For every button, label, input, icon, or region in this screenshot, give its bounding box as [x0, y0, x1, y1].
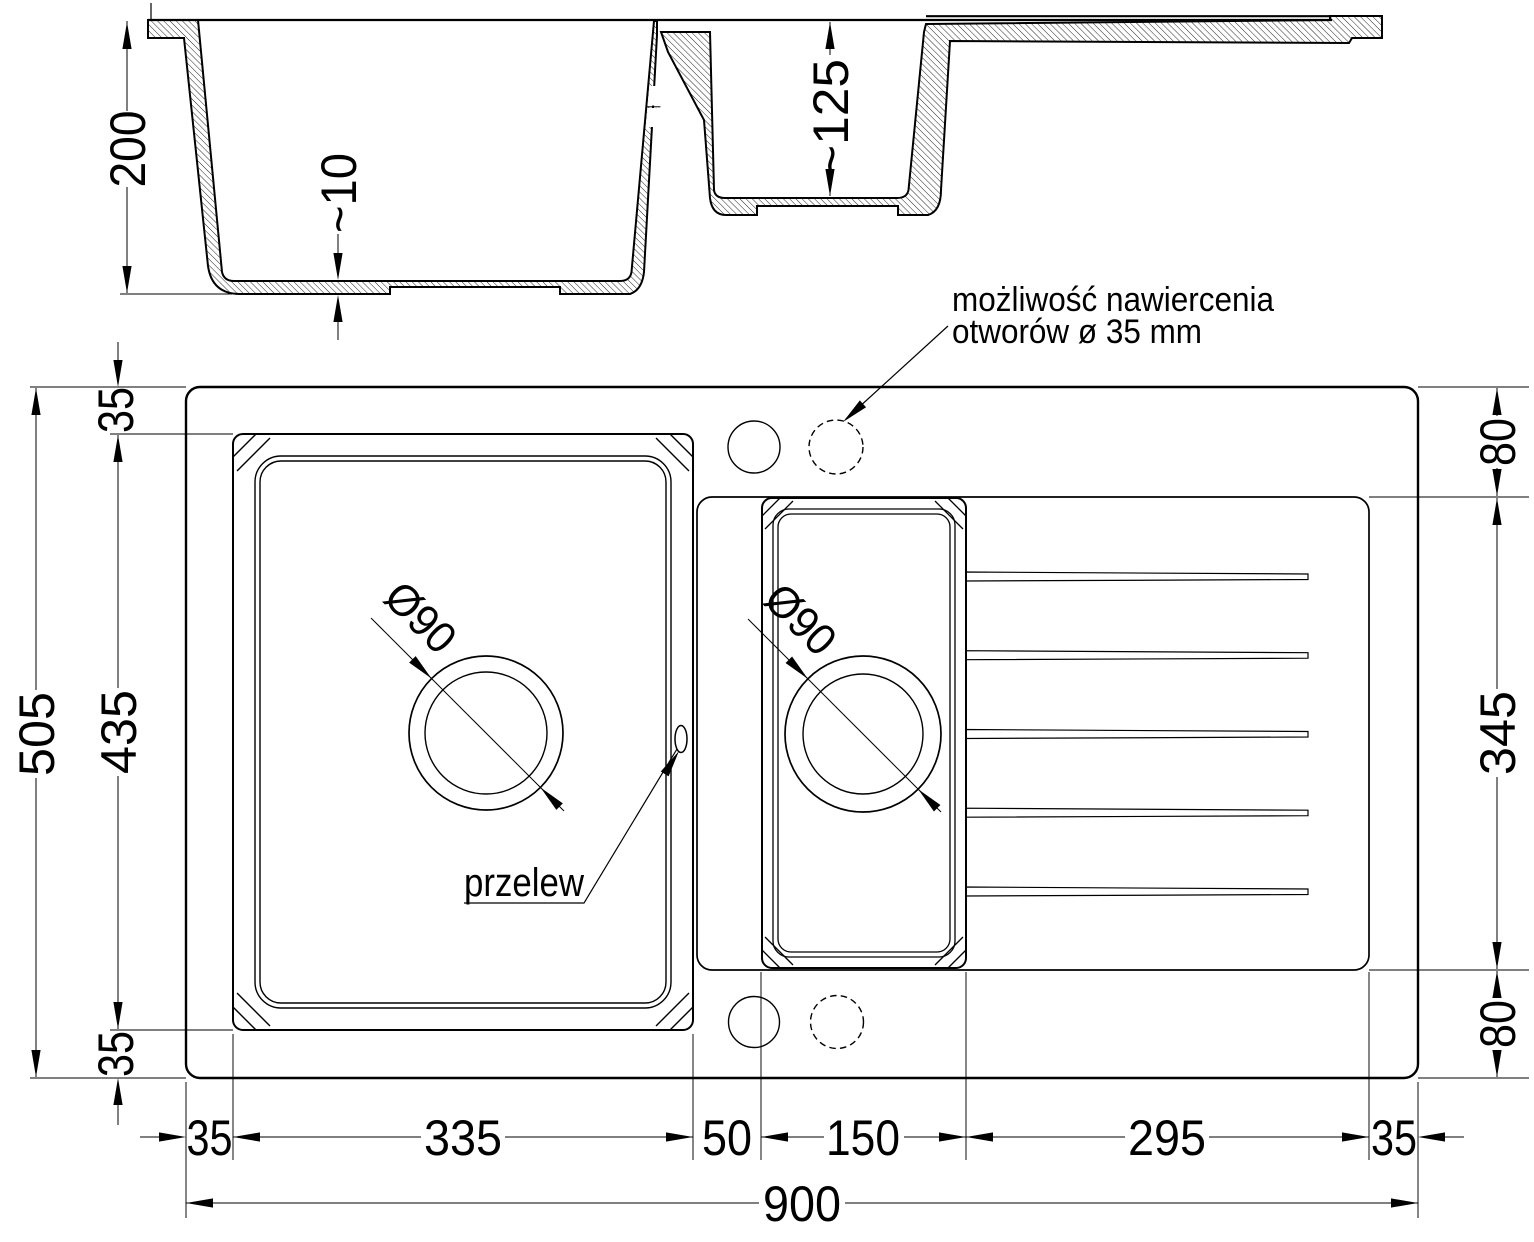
cross-section-view: 200 ~10 ~125 [100, 3, 1383, 340]
drill-note: możliwość nawiercenia otworów ø 35 mm [839, 281, 1274, 426]
dim-35-left-label: 35 [187, 1110, 233, 1166]
plan-view: Ø90 [9, 281, 1529, 1232]
small-basin-frame [761, 497, 967, 969]
dim-35-bottom: 35 [88, 1031, 144, 1125]
main-basin-inner-outer-line [254, 455, 672, 1009]
dim-295-label: 295 [1128, 1110, 1206, 1166]
cross-section-small-basin-drainboard [659, 15, 1383, 216]
main-basin-inner-inner-line [259, 460, 667, 1004]
optional-hole-bottom [809, 994, 865, 1050]
dim-10-label: ~10 [311, 153, 367, 233]
dim-35-bottom-label: 35 [88, 1031, 144, 1077]
sink-outline [184, 385, 1420, 1080]
dim-10: ~10 [311, 153, 367, 340]
drainer-recess [696, 496, 1370, 971]
dim-125: ~125 [803, 21, 859, 197]
small-drain-outer [784, 655, 942, 813]
dim-200: 200 [100, 21, 232, 295]
dim-35-top: 35 [88, 342, 144, 433]
main-drain-outer [408, 655, 564, 811]
drill-note-line1: możliwość nawiercenia [952, 281, 1274, 319]
optional-hole-top [808, 419, 864, 475]
dim-900: 900 [185, 1176, 1419, 1232]
dim-80-bottom-label: 80 [1470, 1000, 1526, 1048]
dim-80-top: 80 [1470, 387, 1526, 497]
drill-note-line2: otworów ø 35 mm [952, 313, 1202, 351]
overflow-label: przelew [464, 861, 584, 905]
cross-section-main-shell [147, 19, 658, 295]
main-basin-frame [232, 433, 694, 1031]
faucet-hole-top [727, 420, 781, 474]
dim-125-label: ~125 [803, 59, 859, 175]
extension-lines [30, 386, 1529, 1218]
overflow-callout: przelew [464, 748, 684, 905]
main-drain-inner [424, 671, 548, 795]
small-basin-inner-inner-line [777, 513, 951, 953]
dim-335-label: 335 [424, 1110, 502, 1166]
small-basin-corner-chamfers [761, 497, 967, 969]
main-basin: Ø90 [232, 433, 694, 1031]
faucet-hole-bottom [727, 995, 781, 1049]
dim-345: 345 [1470, 497, 1526, 970]
dim-main-drain: Ø90 [370, 572, 565, 812]
small-basin: Ø90 [747, 497, 967, 969]
overflow-break-upper [647, 86, 662, 106]
overflow-slot [674, 724, 688, 754]
dim-150-label: 150 [826, 1110, 900, 1166]
dim-900-label: 900 [763, 1176, 841, 1232]
main-basin-corner-chamfers [232, 433, 694, 1031]
dim-505: 505 [9, 387, 65, 1078]
faucet-holes [727, 419, 865, 1050]
main-drain-label: Ø90 [375, 572, 466, 663]
dim-80-bottom: 80 [1470, 970, 1526, 1078]
overflow-break-lower [645, 108, 661, 127]
dim-35-top-label: 35 [88, 387, 144, 433]
dim-505-label: 505 [9, 692, 65, 776]
drainer-grooves [964, 571, 1309, 897]
small-drain-inner [802, 673, 924, 795]
dim-200-label: 200 [100, 111, 156, 188]
dim-35-right-label: 35 [1371, 1110, 1417, 1166]
small-basin-inner-outer-line [772, 508, 956, 958]
dim-435: 435 [91, 434, 147, 1030]
dim-80-top-label: 80 [1470, 418, 1526, 466]
dim-50-label: 50 [702, 1110, 752, 1166]
dim-345-label: 345 [1470, 691, 1526, 775]
dim-435-label: 435 [91, 690, 147, 774]
dim-row-bottom: 35 335 50 150 295 35 [140, 1110, 1464, 1166]
